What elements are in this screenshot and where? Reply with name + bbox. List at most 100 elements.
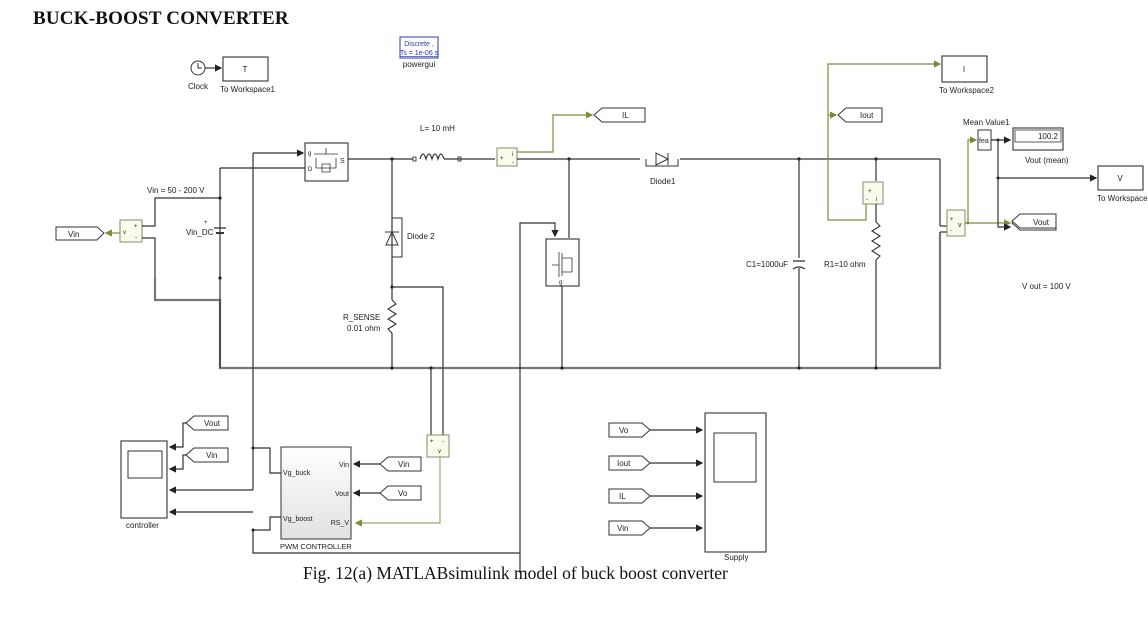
- svg-text:+: +: [950, 217, 954, 223]
- scope-icon: [127, 450, 163, 479]
- vout-mean-display[interactable]: 100.2 Vout (mean): [1012, 127, 1069, 165]
- svg-text:g: g: [559, 280, 562, 286]
- svg-text:Vout: Vout: [335, 491, 349, 498]
- vin-dc-label: Vin_DC: [186, 228, 214, 237]
- to-workspace1-value: T: [243, 65, 248, 74]
- buck-mosfet-block[interactable]: g D S: [304, 142, 349, 182]
- from-vo-sup-tag[interactable]: Vo: [608, 422, 651, 438]
- from-vout-ctrl-tag[interactable]: Vout: [185, 415, 229, 431]
- input-voltage-meter[interactable]: v + -: [119, 219, 143, 243]
- to-workspace1-block[interactable]: T To Workspace1: [220, 56, 276, 94]
- svg-text:Vg_buck: Vg_buck: [283, 470, 311, 477]
- clock-block[interactable]: Clock: [188, 60, 209, 91]
- svg-text:Vin: Vin: [398, 460, 409, 469]
- svg-text:Vin: Vin: [206, 451, 217, 460]
- svg-text:i: i: [876, 197, 877, 203]
- mosfet-icon: [314, 148, 338, 173]
- svg-text:Vo: Vo: [398, 489, 408, 498]
- resistor-icon: [386, 299, 398, 334]
- goto-il-tag[interactable]: IL: [593, 107, 646, 123]
- svg-text:v: v: [958, 222, 962, 229]
- from-iout-sup-tag[interactable]: Iout: [608, 455, 651, 471]
- svg-text:v: v: [123, 230, 126, 236]
- goto-iout-tag[interactable]: Iout: [837, 107, 883, 123]
- vout-mean-value: 100.2: [1038, 132, 1059, 141]
- vin-dc-source[interactable]: + Vin_DC: [186, 220, 226, 237]
- svg-text:+: +: [430, 439, 434, 445]
- svg-text:RS_V: RS_V: [331, 520, 350, 527]
- svg-text:D: D: [308, 167, 313, 173]
- svg-text:To Workspace2: To Workspace2: [939, 86, 995, 95]
- capacitor[interactable]: C1=1000uF: [746, 260, 806, 270]
- vout-mean-label: Vout (mean): [1025, 156, 1069, 165]
- svg-text:Iout: Iout: [617, 459, 631, 468]
- powergui-block[interactable]: Discrete , Ts = 1e-06 s powergui: [399, 36, 439, 69]
- svg-text:To Workspace: To Workspace: [1097, 194, 1148, 203]
- svg-text:Vin: Vin: [68, 230, 79, 239]
- svg-text:V: V: [1117, 174, 1123, 183]
- r-sense-resistor[interactable]: R_SENSE 0.01 ohm: [343, 299, 398, 334]
- svg-text:Vout: Vout: [1033, 218, 1050, 227]
- inductor-label: L= 10 mH: [420, 124, 455, 133]
- supply-scope-label: Supply: [724, 553, 748, 562]
- svg-text:I: I: [963, 65, 965, 74]
- goto-vout-tag[interactable]: Vout: [1011, 213, 1057, 229]
- svg-text:Iout: Iout: [860, 111, 874, 120]
- svg-text:-: -: [866, 197, 868, 203]
- svg-text:Vg_boost: Vg_boost: [283, 516, 313, 523]
- svg-text:S: S: [340, 158, 345, 165]
- boost-mosfet-block[interactable]: g: [545, 238, 580, 287]
- vout-note: V out = 100 V: [1022, 282, 1071, 291]
- load-resistor[interactable]: R1=10 ohm: [824, 221, 882, 269]
- to-workspace1-label: To Workspace1: [220, 85, 276, 94]
- inductor-current-meter[interactable]: + i -: [496, 147, 518, 167]
- mean-value-block[interactable]: fea Mean Value1: [963, 118, 1010, 151]
- goto-vin-tag[interactable]: Vin: [55, 226, 105, 241]
- svg-text:+: +: [134, 224, 138, 230]
- svg-text:Vin: Vin: [617, 524, 628, 533]
- load-label: R1=10 ohm: [824, 260, 866, 269]
- mean-value-label: Mean Value1: [963, 118, 1010, 127]
- r-sense-value: 0.01 ohm: [347, 324, 381, 333]
- diode1-label: Diode1: [650, 177, 676, 186]
- svg-text:+: +: [500, 156, 504, 162]
- to-workspace2-block[interactable]: I To Workspace2: [939, 55, 995, 95]
- svg-text:-: -: [442, 439, 444, 445]
- supply-scope[interactable]: Supply: [704, 412, 767, 562]
- svg-text:v: v: [438, 449, 441, 455]
- diode-icon: [655, 152, 670, 166]
- powergui-ts: Ts = 1e-06 s: [400, 50, 439, 57]
- from-il-sup-tag[interactable]: IL: [608, 488, 651, 504]
- capacitor-label: C1=1000uF: [746, 260, 788, 269]
- svg-text:+: +: [204, 220, 208, 226]
- inductor-coil-icon: [419, 153, 445, 162]
- svg-text:+: +: [868, 189, 872, 195]
- svg-text:Vin: Vin: [339, 462, 349, 469]
- from-vin-pwm-tag[interactable]: Vin: [379, 456, 422, 472]
- from-vo-pwm-tag[interactable]: Vo: [379, 485, 422, 501]
- output-voltage-meter[interactable]: + - v: [946, 209, 966, 237]
- controller-scope-label: controller: [126, 521, 159, 530]
- resistor-icon: [870, 221, 882, 261]
- svg-text:IL: IL: [619, 492, 626, 501]
- diagram-title: BUCK-BOOST CONVERTER: [33, 8, 289, 29]
- vin-range-label: Vin = 50 - 200 V: [147, 186, 205, 195]
- svg-text:i: i: [512, 152, 513, 158]
- powergui-mode: Discrete ,: [404, 41, 434, 48]
- diode1[interactable]: Diode1: [645, 152, 679, 186]
- scope-icon: [713, 432, 757, 483]
- inductor[interactable]: L= 10 mH: [412, 124, 462, 162]
- svg-text:-: -: [135, 235, 137, 241]
- svg-text:Vout: Vout: [204, 419, 221, 428]
- r-sense-name: R_SENSE: [343, 313, 380, 322]
- pwm-controller-label: PWM CONTROLLER: [280, 542, 352, 551]
- controller-scope[interactable]: controller: [120, 440, 168, 530]
- to-workspace-v-block[interactable]: V To Workspace: [1097, 165, 1148, 203]
- from-vin-ctrl-tag[interactable]: Vin: [185, 447, 229, 463]
- from-vin-sup-tag[interactable]: Vin: [608, 520, 651, 536]
- output-current-meter[interactable]: + - i: [862, 181, 884, 205]
- svg-text:-: -: [512, 160, 514, 166]
- pwm-controller-block[interactable]: Vg_buck Vg_boost Vin Vout RS_V PWM CONTR…: [280, 446, 352, 551]
- rsense-voltage-meter[interactable]: + - v: [426, 434, 450, 458]
